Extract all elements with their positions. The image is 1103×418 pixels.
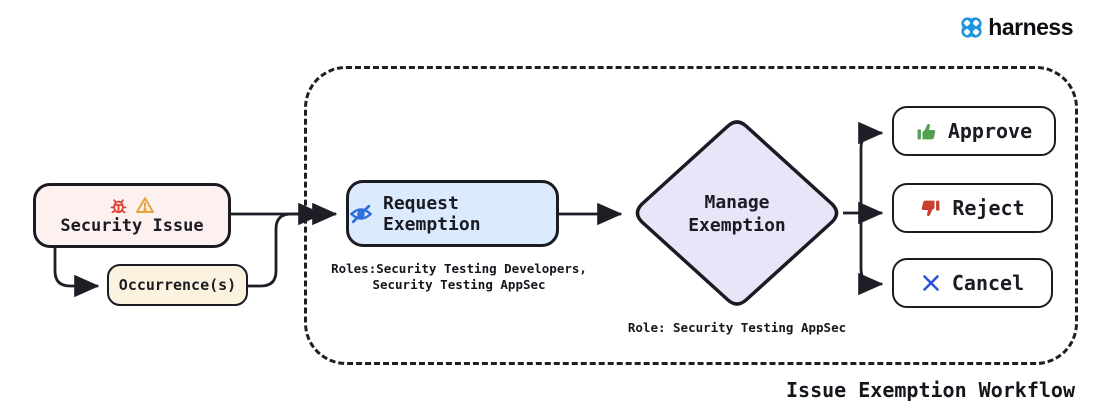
node-security-issue: Security Issue xyxy=(33,183,231,248)
security-issue-icons xyxy=(109,195,155,215)
node-reject: Reject xyxy=(892,183,1053,233)
workflow-boundary xyxy=(304,66,1078,365)
workflow-title: Issue Exemption Workflow xyxy=(786,378,1075,402)
harness-brand: harness xyxy=(958,14,1073,41)
reject-label: Reject xyxy=(952,196,1025,220)
harness-wordmark: harness xyxy=(988,14,1073,40)
node-approve: Approve xyxy=(892,106,1056,156)
cancel-label: Cancel xyxy=(951,271,1025,295)
node-cancel: Cancel xyxy=(892,258,1053,308)
approve-label: Approve xyxy=(947,119,1033,143)
request-exemption-roles-note: Roles:Security Testing Developers, Secur… xyxy=(331,261,587,292)
thumbs-down-icon xyxy=(920,198,941,219)
manage-exemption-label: Manage Exemption xyxy=(688,192,786,237)
node-occurrence: Occurrence(s) xyxy=(107,264,248,306)
occurrence-label: Occurrence(s) xyxy=(118,276,237,294)
harness-clover-icon xyxy=(958,14,985,41)
security-issue-label: Security Issue xyxy=(60,216,204,236)
bug-icon xyxy=(109,196,128,215)
manage-exemption-role-note: Role: Security Testing AppSec xyxy=(627,320,847,335)
x-icon xyxy=(921,273,941,293)
eye-off-icon xyxy=(349,202,373,226)
node-request-exemption: Request Exemption xyxy=(346,180,559,247)
request-exemption-label: Request Exemption xyxy=(383,192,481,235)
warning-icon xyxy=(135,196,155,215)
thumbs-up-icon xyxy=(916,121,937,142)
